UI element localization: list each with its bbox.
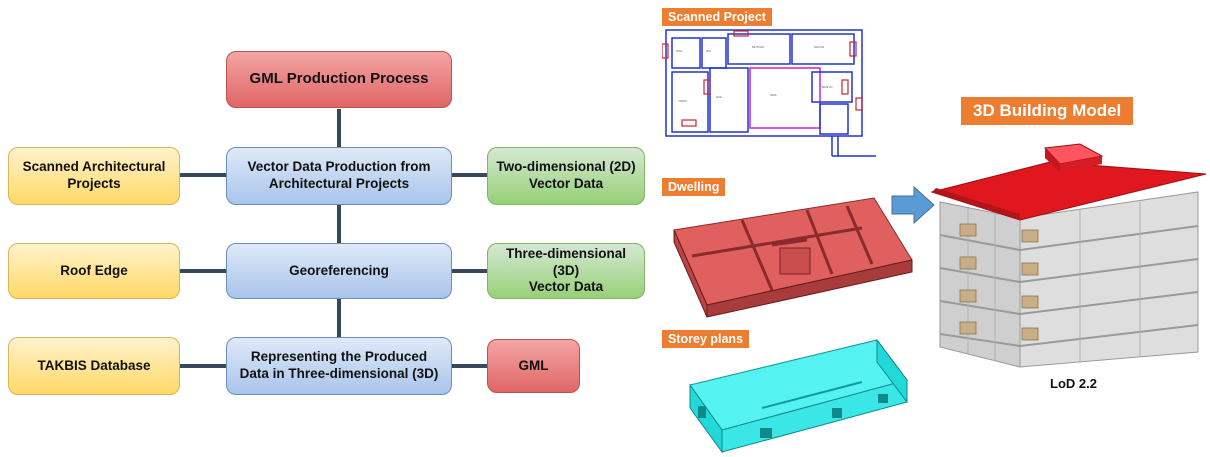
- scanned-architectural-projects-node: Scanned Architectural Projects: [8, 147, 180, 205]
- vector-data-production-node: Vector Data Production from Architectura…: [226, 147, 452, 205]
- connector-georef-to-represent: [337, 299, 341, 337]
- svg-text:BANYO: BANYO: [822, 85, 833, 89]
- connector-takbis-to-represent: [179, 364, 227, 368]
- connector-georef-to-3d: [451, 269, 488, 273]
- svg-text:MUTFAK: MUTFAK: [752, 45, 764, 49]
- storey-plans-label: Storey plans: [662, 330, 750, 348]
- right-arrow-icon: [891, 186, 935, 224]
- svg-text:ODA: ODA: [676, 49, 683, 53]
- svg-text:SALON: SALON: [814, 45, 824, 49]
- 3d-building-model-label: 3D Building Model: [961, 97, 1134, 125]
- 3d-vector-data-node: Three-dimensional (3D) Vector Data: [487, 243, 645, 299]
- lod-label: LoD 2.2: [1050, 376, 1097, 391]
- scanned-project-label: Scanned Project: [662, 8, 772, 26]
- storey-plans-3d-model-image: [689, 338, 908, 454]
- 2d-vector-data-node: Two-dimensional (2D) Vector Data: [487, 147, 645, 205]
- dwelling-label: Dwelling: [662, 178, 726, 196]
- gml-node: GML: [487, 339, 580, 393]
- roof-edge-node: Roof Edge: [8, 243, 180, 299]
- svg-text:WC: WC: [706, 49, 712, 53]
- svg-text:ODA: ODA: [770, 93, 777, 97]
- connector-title-to-vector: [337, 109, 341, 147]
- scanned-floor-plan-image: ODA WC MUTFAK SALON YATAK HOL ODA BANYO: [662, 29, 876, 157]
- connector-vector-to-2d: [451, 173, 488, 177]
- dwelling-3d-model-image: [673, 197, 913, 318]
- connector-vector-to-georef: [337, 205, 341, 243]
- connector-scanned-to-vector: [179, 173, 227, 177]
- 3d-building-model-image: [930, 143, 1207, 370]
- svg-text:YATAK: YATAK: [678, 99, 687, 103]
- svg-text:HOL: HOL: [716, 95, 723, 99]
- representing-3d-node: Representing the Produced Data in Three-…: [226, 337, 452, 395]
- takbis-database-node: TAKBIS Database: [8, 337, 180, 395]
- connector-roof-to-georef: [179, 269, 227, 273]
- gml-production-process-node: GML Production Process: [226, 51, 452, 108]
- connector-represent-to-gml: [451, 364, 488, 368]
- georeferencing-node: Georeferencing: [226, 243, 452, 299]
